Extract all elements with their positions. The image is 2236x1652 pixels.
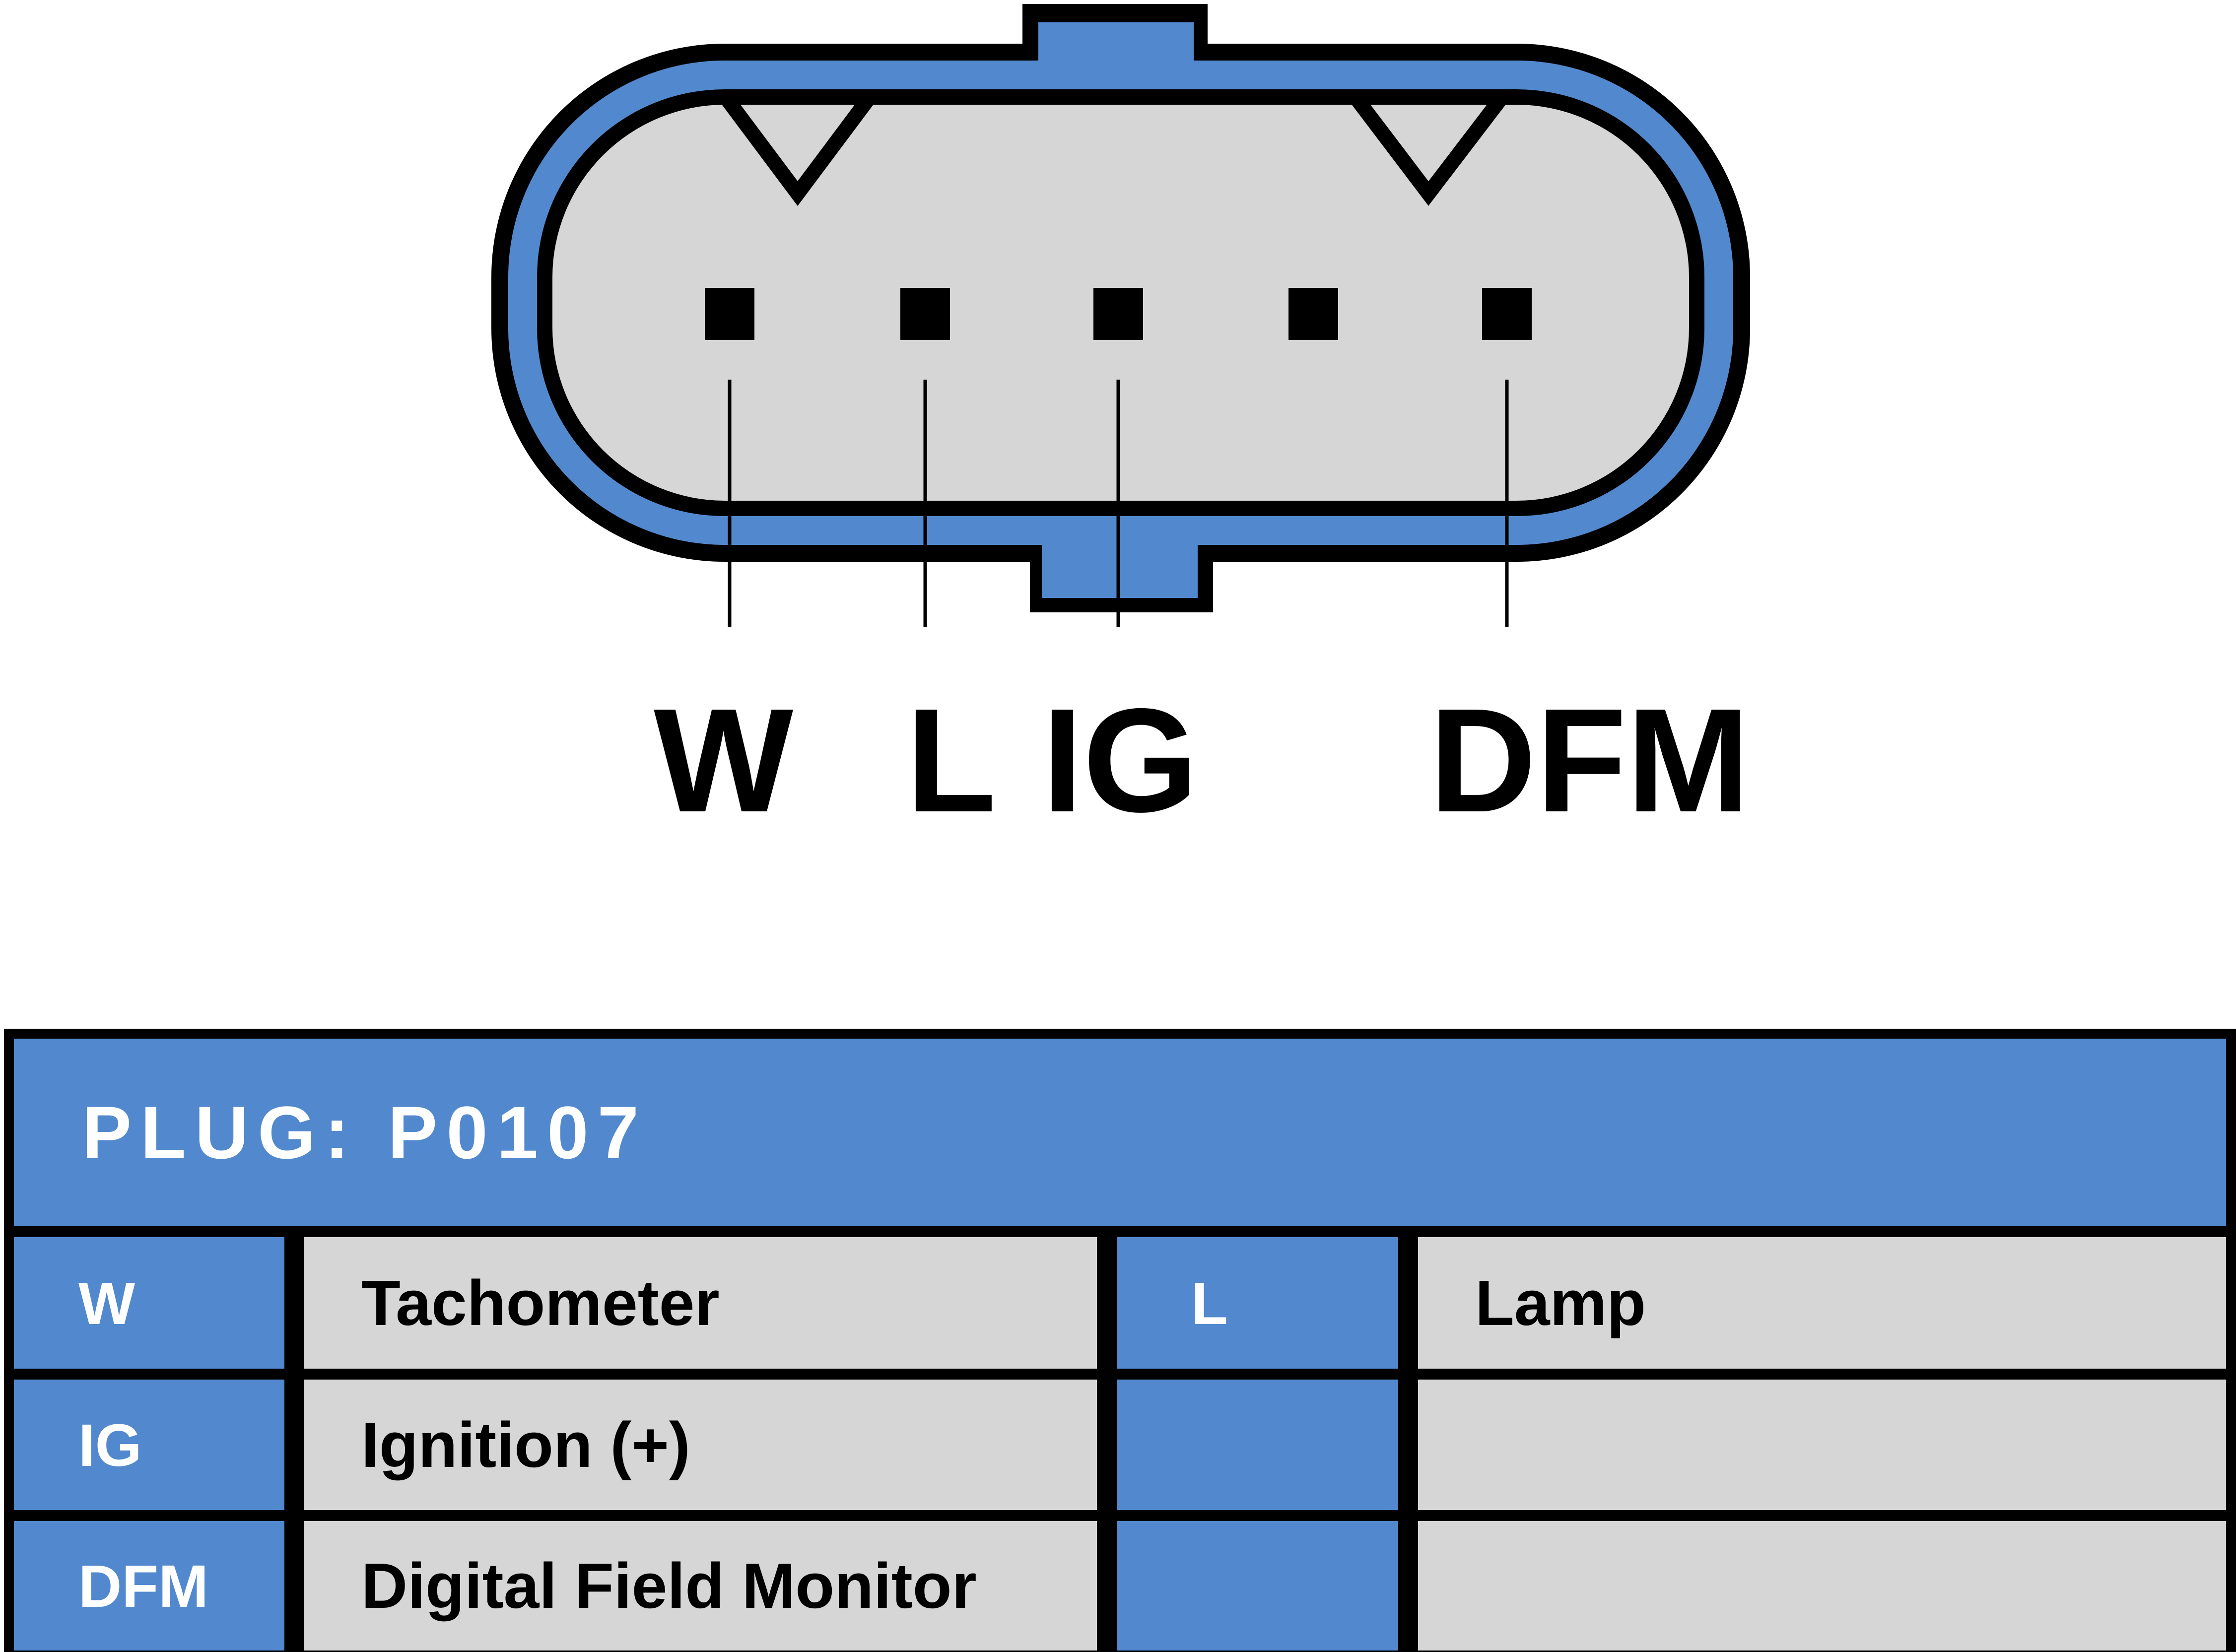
key-notch-left	[719, 93, 876, 206]
pin-desc-cell-empty-1	[1418, 1380, 2226, 1510]
pin-label-w: W	[654, 678, 795, 843]
pin-code-cell-dfm: DFM	[14, 1521, 284, 1651]
top-tab-fill	[1038, 22, 1194, 82]
pin-desc-cell-empty-2	[1418, 1521, 2226, 1651]
pin-3	[1093, 288, 1143, 340]
pinout-table: PLUG: P0107 W Tachometer L Lamp IG Ignit…	[4, 1029, 2236, 1652]
pin-code-cell-l: L	[1117, 1237, 1398, 1369]
pin-1	[705, 288, 754, 340]
key-notch-right	[1350, 92, 1508, 206]
pin-code-cell-w: W	[14, 1237, 284, 1369]
pin-desc-cell-lamp: Lamp	[1418, 1237, 2226, 1369]
pin-desc-cell-digital-field-monitor: Digital Field Monitor	[304, 1521, 1097, 1651]
pin-code-cell-empty-1	[1117, 1380, 1398, 1510]
pin-code-cell-empty-2	[1117, 1521, 1398, 1651]
table-header-plug-id: PLUG: P0107	[14, 1039, 2226, 1226]
pin-code-cell-ig: IG	[14, 1380, 284, 1510]
pin-label-dfm: DFM	[1429, 678, 1750, 843]
connector-diagram: W L IG DFM	[491, 4, 1750, 843]
pin-5	[1482, 288, 1532, 340]
pin-desc-cell-ignition: Ignition (+)	[304, 1380, 1097, 1510]
pin-desc-cell-tachometer: Tachometer	[304, 1237, 1097, 1369]
pin-4	[1288, 288, 1338, 340]
pin-label-l: L	[906, 678, 996, 843]
pin-2	[900, 288, 950, 340]
pin-label-ig: IG	[1042, 678, 1198, 843]
